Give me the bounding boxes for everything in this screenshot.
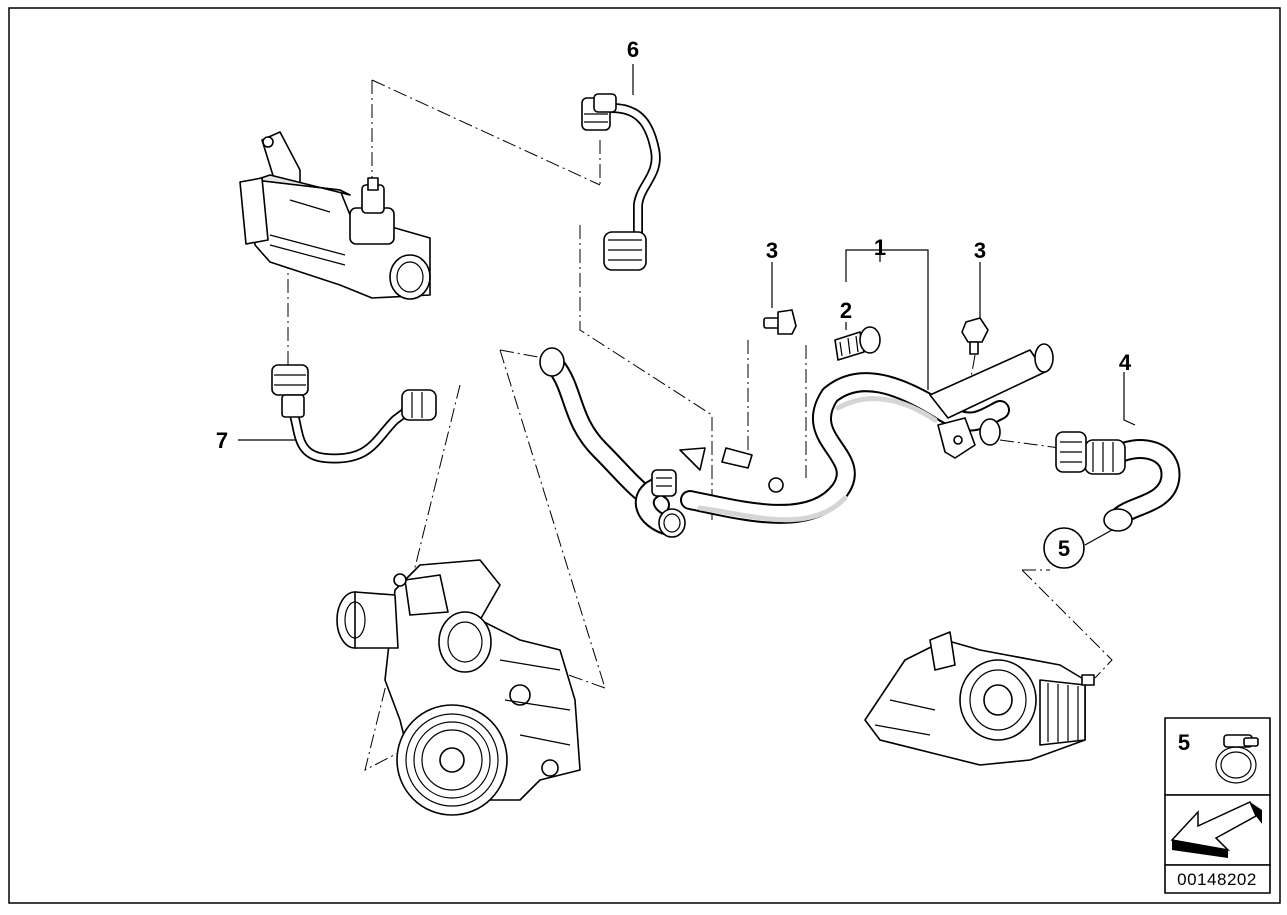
callout-1: 1 — [874, 235, 886, 260]
part-2-bolt[interactable] — [834, 326, 881, 361]
water-pump — [336, 559, 581, 816]
part-3-bolt-left[interactable] — [763, 309, 797, 335]
thermostat-housing — [864, 631, 1095, 766]
drawing-number: 00148202 — [1177, 870, 1257, 889]
part-3-bolt-right[interactable] — [961, 317, 989, 355]
part-1-coolant-hose[interactable] — [539, 343, 1054, 538]
expansion-tank — [239, 131, 431, 300]
part-6-vent-hose[interactable] — [581, 93, 661, 271]
legend-box: 5 00148202 — [1164, 717, 1271, 894]
callout-3-left: 3 — [766, 238, 778, 263]
part-4-hose[interactable] — [1055, 431, 1181, 532]
hose-clamp-icon — [1215, 734, 1259, 784]
legend-clamp-number: 5 — [1178, 730, 1190, 755]
callout-3-right: 3 — [974, 238, 986, 263]
diagram-border — [8, 7, 1281, 904]
callout-7: 7 — [216, 428, 228, 453]
legend-number-cell — [1164, 864, 1271, 894]
callout-5-circle — [1043, 527, 1085, 569]
callout-6: 6 — [627, 37, 639, 62]
direction-arrow-icon — [1170, 800, 1262, 858]
legend-clamp-cell — [1164, 717, 1271, 796]
callout-labels: 1 2 3 3 4 5 6 7 — [216, 37, 1132, 569]
callout-4: 4 — [1119, 350, 1132, 375]
callout-5: 5 — [1058, 536, 1070, 561]
part-7-hose[interactable] — [271, 364, 437, 464]
callout-2: 2 — [840, 298, 852, 323]
leader-lines — [238, 64, 1136, 546]
